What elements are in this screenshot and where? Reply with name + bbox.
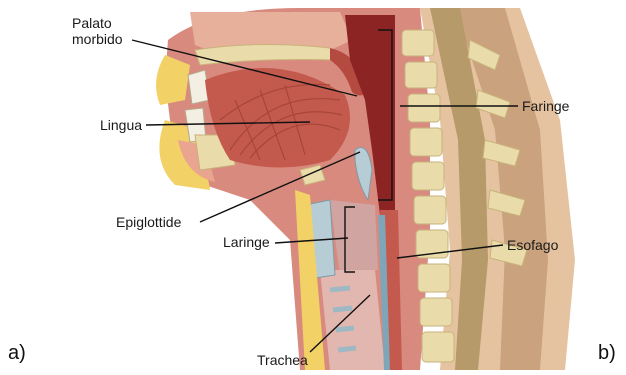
label-palato-line2: morbido xyxy=(72,31,123,47)
corner-label-b: b) xyxy=(598,342,616,365)
label-laringe: Laringe xyxy=(223,234,270,250)
label-trachea: Trachea xyxy=(257,352,308,368)
label-lingua: Lingua xyxy=(100,117,142,133)
trachea xyxy=(320,270,385,370)
label-palato-line1: Palato xyxy=(72,15,123,31)
label-palato-morbido: Palato morbido xyxy=(72,15,123,47)
label-epiglottide: Epiglottide xyxy=(116,214,181,230)
corner-label-a: a) xyxy=(8,342,26,365)
label-faringe: Faringe xyxy=(522,98,569,114)
label-esofago: Esofago xyxy=(507,237,558,253)
